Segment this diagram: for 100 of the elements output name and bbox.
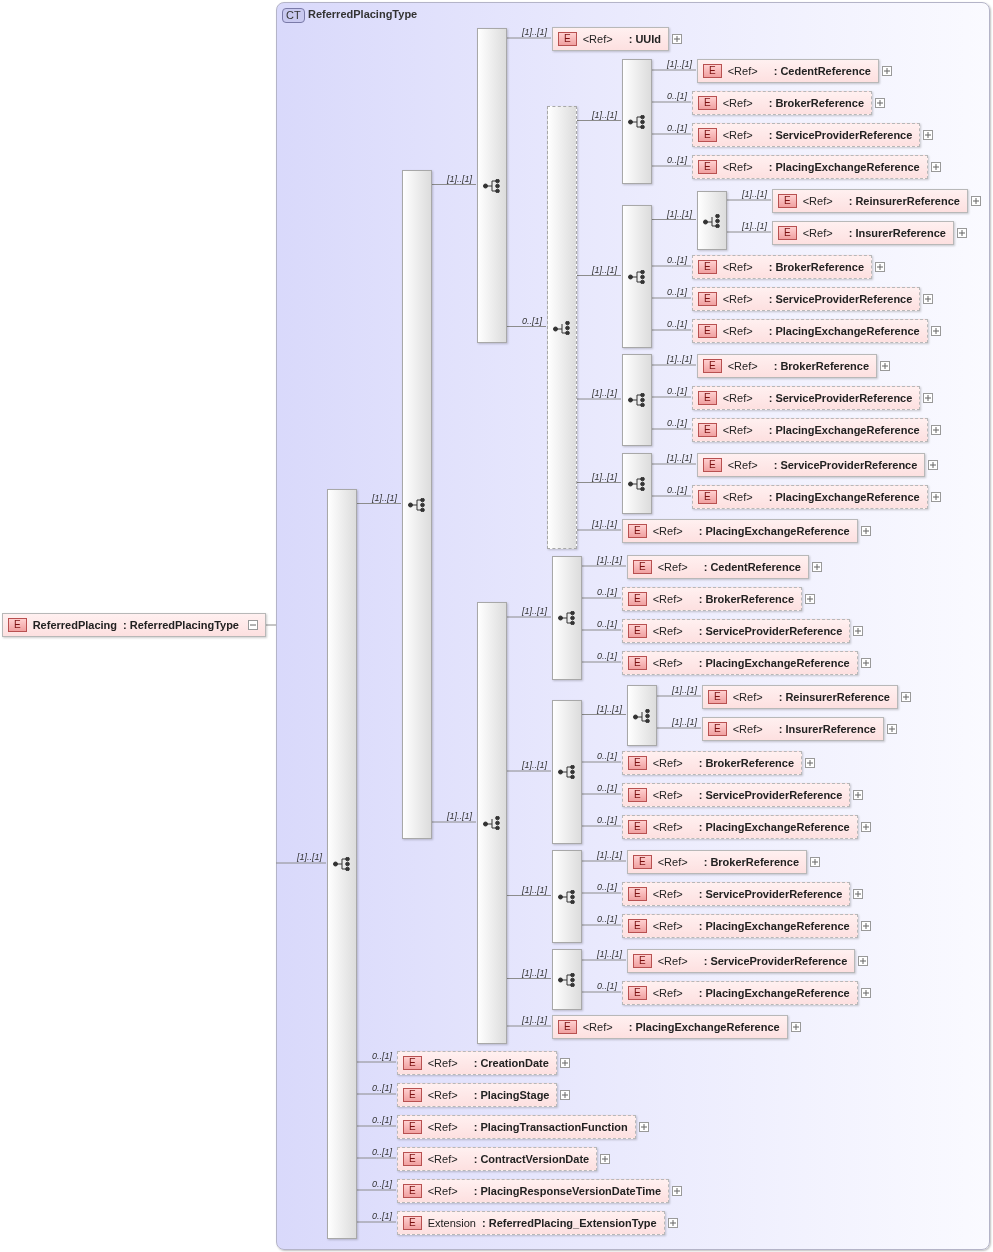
- element-type: : ServiceProviderReference: [703, 955, 848, 967]
- compositor-bar: [622, 59, 652, 184]
- multiplicity-label: 0..[1]: [667, 123, 687, 133]
- element-type: : PlacingTransactionFunction: [473, 1121, 628, 1133]
- multiplicity-label: [1]..[1]: [372, 492, 397, 503]
- element-badge: E: [703, 359, 722, 373]
- multiplicity-label: 0..[1]: [372, 1051, 392, 1061]
- element-name: <Ref>: [802, 195, 834, 207]
- compositor-bar: [547, 106, 577, 549]
- multiplicity-label: [1]..[1]: [667, 208, 692, 219]
- multiplicity-label: [1]..[1]: [592, 471, 617, 482]
- multiplicity-label: 0..[1]: [597, 815, 617, 825]
- element-type: : ReferredPlacingType: [123, 619, 239, 631]
- element-box: [397, 1211, 665, 1235]
- element-badge: E: [8, 618, 27, 632]
- type-badge: CT: [282, 8, 305, 23]
- element-type: : ServiceProviderReference: [768, 293, 913, 305]
- element-badge: E: [633, 855, 652, 869]
- element-box: [692, 418, 928, 442]
- element-type: : ReferredPlacing_ExtensionType: [482, 1217, 657, 1229]
- connector-line: [275, 862, 327, 864]
- multiplicity-label: 0..[1]: [372, 1211, 392, 1221]
- element-name: <Ref>: [727, 459, 759, 471]
- element-box: [622, 914, 858, 938]
- element-box: [692, 485, 928, 509]
- element-badge: E: [403, 1216, 422, 1230]
- element-type: : ReinsurerReference: [778, 691, 890, 703]
- connector-line: [580, 959, 627, 961]
- element-type: : BrokerReference: [768, 261, 865, 273]
- multiplicity-label: [1]..[1]: [592, 109, 617, 120]
- element-box: [622, 783, 851, 807]
- element-badge: E: [698, 324, 717, 338]
- element-type: : ServiceProviderReference: [773, 459, 918, 471]
- element-name: <Ref>: [722, 129, 754, 141]
- connector-line: [650, 297, 692, 299]
- element-type: : BrokerReference: [773, 360, 870, 372]
- element-name: <Ref>: [652, 888, 684, 900]
- connector-line: [580, 924, 622, 926]
- element-badge: E: [703, 64, 722, 78]
- element-type: : PlacingExchangeReference: [768, 161, 920, 173]
- compositor-bar: [552, 850, 582, 943]
- element-box: [702, 717, 884, 741]
- multiplicity-label: [1]..[1]: [597, 949, 622, 959]
- connector-line: [575, 529, 622, 531]
- connector-line: [580, 825, 622, 827]
- connector-line: [650, 463, 697, 465]
- compositor-bar: [552, 556, 582, 680]
- multiplicity-label: [1]..[1]: [742, 221, 767, 231]
- element-type: : ReinsurerReference: [848, 195, 960, 207]
- connector-line: [580, 860, 627, 862]
- element-badge: E: [633, 954, 652, 968]
- element-badge: E: [628, 788, 647, 802]
- multiplicity-label: [1]..[1]: [597, 703, 622, 714]
- multiplicity-label: 0..[1]: [597, 651, 617, 661]
- element-name: <Ref>: [652, 920, 684, 932]
- element-box: [622, 587, 803, 611]
- element-name: <Ref>: [722, 325, 754, 337]
- connector-line: [650, 428, 692, 430]
- multiplicity-label: 0..[1]: [597, 914, 617, 924]
- multiplicity-label: [1]..[1]: [522, 884, 547, 895]
- connector-line: [355, 1125, 397, 1127]
- connector-line: [650, 219, 697, 220]
- element-box: [772, 221, 954, 245]
- compositor-bar: [622, 205, 652, 348]
- connector-line: [650, 364, 697, 366]
- element-box: [397, 1051, 557, 1075]
- connector-line: [580, 597, 622, 599]
- element-badge: E: [628, 524, 647, 538]
- multiplicity-label: 0..[1]: [372, 1179, 392, 1189]
- element-type: : InsurerReference: [848, 227, 946, 239]
- element-box: [622, 882, 851, 906]
- multiplicity-label: 0..[1]: [597, 751, 617, 761]
- multiplicity-label: [1]..[1]: [597, 850, 622, 860]
- element-type: : CreationDate: [473, 1057, 549, 1069]
- compositor-bar: [477, 28, 507, 343]
- compositor-bar: [402, 170, 432, 839]
- element-box: [692, 319, 928, 343]
- connector-line: [580, 892, 622, 894]
- multiplicity-label: [1]..[1]: [592, 519, 617, 529]
- multiplicity-label: [1]..[1]: [447, 811, 472, 821]
- element-badge: E: [633, 560, 652, 574]
- element-name: <Ref>: [652, 821, 684, 833]
- element-type: : PlacingExchangeReference: [698, 987, 850, 999]
- multiplicity-label: [1]..[1]: [522, 967, 547, 978]
- element-box: [692, 386, 921, 410]
- element-name: <Ref>: [427, 1057, 459, 1069]
- element-badge: E: [708, 690, 727, 704]
- connector-line: [575, 482, 622, 483]
- element-box: [397, 1147, 598, 1171]
- element-box: [627, 850, 808, 874]
- element-badge: E: [703, 458, 722, 472]
- multiplicity-label: 0..[1]: [667, 287, 687, 297]
- element-badge: E: [558, 1020, 577, 1034]
- compositor-bar: [327, 489, 357, 1239]
- multiplicity-label: 0..[1]: [667, 418, 687, 428]
- element-badge: E: [708, 722, 727, 736]
- connector-line: [650, 133, 692, 135]
- element-name: <Ref>: [727, 360, 759, 372]
- element-name: <Ref>: [652, 593, 684, 605]
- element-name: <Ref>: [652, 525, 684, 537]
